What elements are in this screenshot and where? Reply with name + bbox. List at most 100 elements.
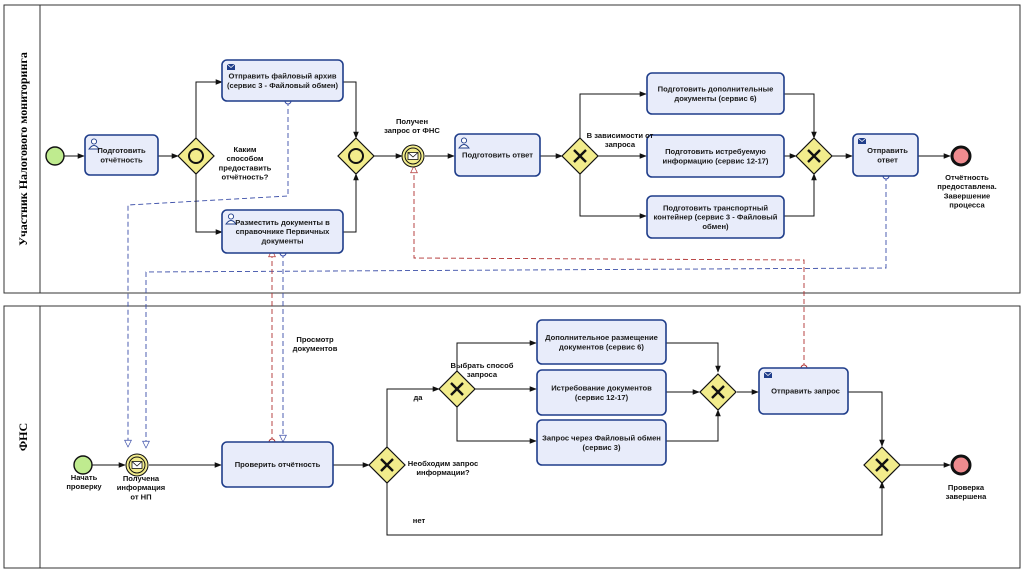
label-line: Отчётность bbox=[945, 173, 989, 182]
sequence-flows-fns bbox=[92, 340, 951, 536]
label-line: отчётность? bbox=[222, 173, 269, 182]
task-label-line: Отправить bbox=[867, 146, 908, 155]
message-flow-archive[interactable] bbox=[128, 101, 289, 447]
label-line: да bbox=[413, 393, 423, 402]
task-label-line: Запрос через Файловый обмен bbox=[542, 434, 661, 443]
task-label-line: отчётность bbox=[100, 155, 143, 164]
end-event-report-provided[interactable] bbox=[950, 145, 972, 167]
task-label-line: Подготовить ответ bbox=[462, 151, 533, 160]
label-line: проверку bbox=[66, 482, 102, 491]
task-label-line: информацию (сервис 12-17) bbox=[663, 156, 769, 165]
task-label-line: Проверить отчётность bbox=[235, 460, 321, 469]
task-label-line: Подготовить истребуемую bbox=[665, 147, 766, 156]
label-line: Просмотр bbox=[296, 335, 334, 344]
gateway-inclusive-merge[interactable] bbox=[337, 137, 375, 175]
label-line: нет bbox=[413, 516, 426, 525]
label-line: Получена bbox=[123, 474, 160, 483]
send-task-envelope-icon bbox=[763, 371, 773, 378]
label-line: Каким bbox=[233, 145, 256, 154]
gateway-exclusive-merge-fns[interactable] bbox=[863, 446, 901, 484]
label-line: Начать bbox=[71, 473, 98, 482]
task-label-line: Подготовить bbox=[97, 146, 146, 155]
gateway-exclusive-merge-participant[interactable] bbox=[795, 137, 833, 175]
gateway-exclusive-depending[interactable] bbox=[561, 137, 599, 175]
task-label-line: (сервис 3) bbox=[582, 443, 621, 452]
task-send-archive[interactable]: Отправить файловый архив(сервис 3 - Файл… bbox=[221, 59, 344, 102]
task-label-line: Подготовить транспортный bbox=[663, 204, 768, 213]
task-label-line: документы (сервис 6) bbox=[674, 94, 757, 103]
intermediate-event-received-info[interactable] bbox=[125, 453, 149, 477]
pool-fns[interactable]: ФНС bbox=[3, 305, 1021, 569]
label-line: документов bbox=[293, 344, 338, 353]
label-line: запрос от ФНС bbox=[384, 126, 440, 135]
task-label-line: Истребование документов bbox=[551, 384, 652, 393]
task-label-line: (сервис 12-17) bbox=[575, 393, 629, 402]
task-label-line: Отправить файловый архив bbox=[228, 72, 336, 81]
task-label-line: ответ bbox=[877, 155, 898, 164]
task-prepare-answer[interactable]: Подготовить ответ bbox=[454, 133, 541, 177]
gateway-inclusive-report-method[interactable] bbox=[177, 137, 215, 175]
label-line: запроса bbox=[605, 140, 636, 149]
label-line: Необходим запрос bbox=[408, 459, 479, 468]
gateway-exclusive-need-request[interactable] bbox=[368, 446, 406, 484]
gateway-exclusive-merge-methods[interactable] bbox=[699, 373, 737, 411]
label-line: способом bbox=[226, 154, 263, 163]
task-file-exchange-request[interactable]: Запрос через Файловый обмен(сервис 3) bbox=[536, 419, 667, 466]
intermediate-event-received-request[interactable] bbox=[401, 144, 425, 168]
task-label-line: Подготовить дополнительные bbox=[658, 85, 774, 94]
label-line: предоставить bbox=[219, 163, 272, 172]
task-demand-docs[interactable]: Истребование документов(сервис 12-17) bbox=[536, 369, 667, 416]
start-event-fns[interactable] bbox=[73, 455, 93, 475]
send-task-envelope-icon bbox=[857, 137, 867, 144]
task-label-line: обмен) bbox=[702, 222, 729, 231]
label-line: Выбрать способ bbox=[451, 361, 514, 370]
task-label-line: справочнике Первичных bbox=[236, 227, 331, 236]
task-check-report[interactable]: Проверить отчётность bbox=[221, 441, 334, 488]
task-label-line: документы bbox=[261, 236, 303, 245]
send-task-envelope-icon bbox=[226, 63, 236, 70]
user-task-icon bbox=[225, 213, 237, 225]
pool-fns-title: ФНС bbox=[16, 423, 30, 451]
task-label-line: контейнер (сервис 3 - Файловый bbox=[654, 213, 778, 222]
label-line: информация bbox=[117, 483, 165, 492]
message-flow-request[interactable] bbox=[414, 166, 805, 368]
end-event-check-done[interactable] bbox=[950, 454, 972, 476]
task-label-line: документов (сервис 6) bbox=[559, 342, 644, 351]
label-line: процесса bbox=[949, 201, 985, 210]
label-line: завершена bbox=[946, 492, 987, 501]
start-event-participant[interactable] bbox=[45, 146, 65, 166]
label-yes: да bbox=[413, 393, 423, 402]
user-task-icon bbox=[458, 137, 470, 149]
label-line: Завершение bbox=[944, 191, 990, 200]
message-flow-answer[interactable] bbox=[146, 176, 887, 448]
label-no: нет bbox=[413, 516, 426, 525]
task-label-line: Разместить документы в bbox=[235, 218, 330, 227]
label-line: Получен bbox=[396, 117, 428, 126]
task-label-line: Отправить запрос bbox=[771, 387, 840, 396]
task-label-line: (сервис 3 - Файловый обмен) bbox=[227, 81, 339, 90]
label-line: запроса bbox=[467, 370, 498, 379]
label-line: В зависимости от bbox=[587, 131, 654, 140]
label-line: от НП bbox=[130, 492, 151, 501]
gateway-exclusive-choose-method[interactable] bbox=[438, 370, 476, 408]
task-label-line: Дополнительное размещение bbox=[545, 333, 658, 342]
task-send-request[interactable]: Отправить запрос bbox=[758, 367, 849, 415]
user-task-icon bbox=[88, 138, 100, 150]
